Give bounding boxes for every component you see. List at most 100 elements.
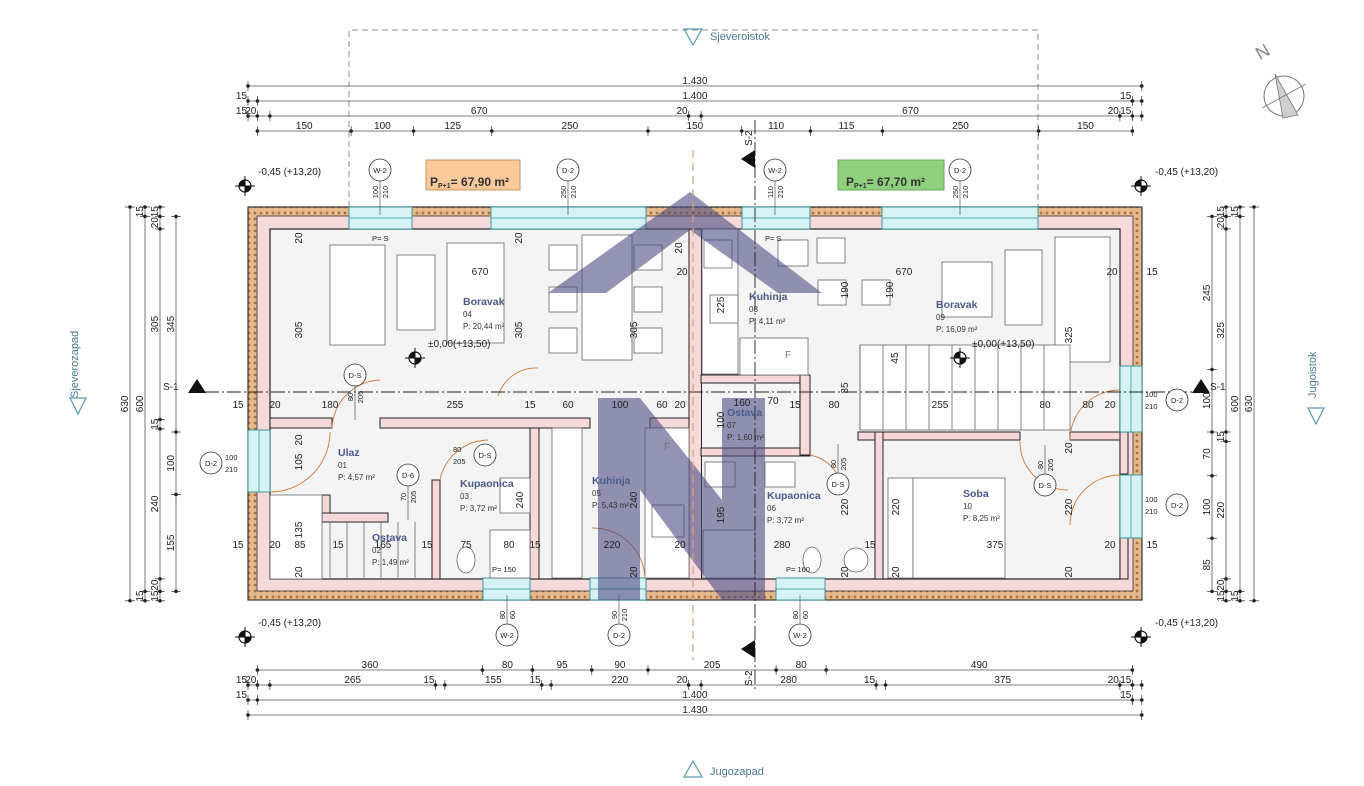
dimension-dot: [646, 668, 650, 672]
dimension-dot: [143, 589, 147, 594]
room-name: Kuhinja: [749, 291, 788, 303]
dimension-dot: [1130, 668, 1135, 672]
opening-width: 250: [951, 186, 960, 199]
room-name: Ulaz: [338, 447, 360, 459]
elevation-label: -0,45 (+13,20): [1155, 618, 1218, 629]
dimension-label: 150: [1077, 121, 1094, 132]
dimension-dot: [1210, 430, 1214, 434]
section-label-s2-top: S-2: [744, 130, 755, 146]
dimension-dot: [1252, 205, 1256, 209]
opening-height: 210: [569, 186, 578, 199]
interior-dimension-label: 160: [734, 398, 751, 409]
dimension-dot: [128, 598, 132, 603]
dimension-dot: [1224, 214, 1228, 219]
dimension-label: 245: [1202, 284, 1213, 301]
opening-tag: W-2: [793, 631, 807, 640]
interior-dimension-label: 190: [885, 281, 896, 298]
room-area: P: 3,72 m²: [460, 504, 497, 513]
sill-height-label: P= S: [372, 234, 388, 243]
opening-height: 60: [508, 611, 517, 619]
orientation-label-left: Sjeverozapad: [69, 331, 81, 398]
room-name: Ostava: [372, 532, 407, 544]
dimension-label: 20: [1216, 217, 1227, 229]
room-name: Ostava: [727, 407, 762, 419]
orientation-triangle-icon: [682, 28, 704, 47]
dimension-label: 15: [1230, 206, 1241, 218]
orientation-label-top: Sjeveroistok: [710, 31, 770, 43]
opening-tag: D-S: [479, 451, 492, 460]
dimension-dot: [686, 683, 691, 687]
dimension-label: 20: [245, 106, 257, 117]
toilet: [802, 546, 822, 574]
stair-landing: [269, 494, 323, 580]
dimension-label: 15: [135, 590, 146, 602]
interior-wall: [857, 431, 1021, 441]
sofa: [329, 244, 386, 346]
dimension-dot: [255, 698, 260, 702]
dimension-label: 1.430: [682, 705, 707, 716]
opening-tag: D-2: [562, 166, 574, 175]
north-compass: N: [1252, 40, 1307, 119]
area-badge-sub: P+1: [438, 183, 451, 190]
dimension-label: 15: [530, 675, 542, 686]
dimension-label: 15: [1120, 106, 1132, 117]
armchair: [941, 261, 993, 318]
opening-height: 205: [1046, 459, 1055, 472]
interior-dimension-label: 60: [656, 400, 668, 411]
dimension-dot: [1210, 589, 1214, 594]
dimension-label: 20: [150, 217, 161, 229]
area-badge-symbol: P: [430, 175, 438, 189]
dimension-dot: [158, 598, 162, 603]
opening-height: 60: [801, 611, 810, 619]
dimension-dot: [158, 427, 162, 431]
dimension-dot: [1238, 589, 1242, 594]
elevation-target-cross: [235, 176, 255, 196]
interior-dimension-label: 135: [294, 521, 305, 538]
interior-dimension-label: 75: [460, 540, 472, 551]
dimension-dot: [1238, 205, 1242, 209]
dimension-dot: [1118, 114, 1122, 118]
room-number: 05: [592, 489, 601, 498]
interior-dimension-label: 15: [524, 400, 536, 411]
kitchen-counter: [739, 337, 809, 376]
section-label-s1-left: S-1: [163, 382, 179, 393]
opening-width: 100: [225, 453, 238, 462]
chair: [548, 244, 578, 271]
interior-dimension-label: 20: [676, 267, 688, 278]
interior-dimension-label: 15: [1146, 267, 1158, 278]
interior-dimension-label: 15: [864, 540, 876, 551]
north-label: N: [1252, 40, 1273, 64]
dimension-label: 15: [150, 590, 161, 602]
dimension-label: 20: [677, 675, 689, 686]
orientation-label-bottom: Jugozapad: [710, 766, 764, 778]
interior-dimension-label: 305: [629, 321, 640, 338]
opening-width: 70: [399, 493, 408, 501]
interior-wall: [529, 427, 540, 580]
dimension-dot: [158, 214, 162, 219]
interior-dimension-label: 305: [294, 321, 305, 338]
door-swing: [1069, 474, 1121, 526]
interior-dimension-label: 80: [1082, 400, 1094, 411]
dimension-label: 280: [780, 675, 797, 686]
dimension-label: 345: [166, 315, 177, 332]
interior-dimension-label: 180: [322, 400, 339, 411]
interior-dimension-label: 280: [774, 540, 791, 551]
opening-tag: W-2: [500, 631, 514, 640]
room-number: 08: [749, 305, 758, 314]
opening-width: 80: [1036, 461, 1045, 469]
orientation-triangle-icon: [69, 397, 87, 416]
interior-dimension-label: 15: [1146, 540, 1158, 551]
dimension-dot: [174, 589, 178, 594]
area-badge-right: PP+1= 67,70 m²: [837, 159, 945, 191]
dimension-dot: [1224, 577, 1228, 581]
dimension-dot: [1139, 713, 1144, 717]
toilet: [456, 546, 476, 574]
dimension-dot: [1130, 129, 1135, 133]
interior-dimension-label: 15: [421, 540, 433, 551]
opening-width: 80: [829, 460, 838, 468]
floor-elevation-label: ±0,00(+13,50): [972, 339, 1034, 350]
dimension-dot: [443, 683, 447, 687]
interior-dimension-label: 15: [332, 540, 344, 551]
